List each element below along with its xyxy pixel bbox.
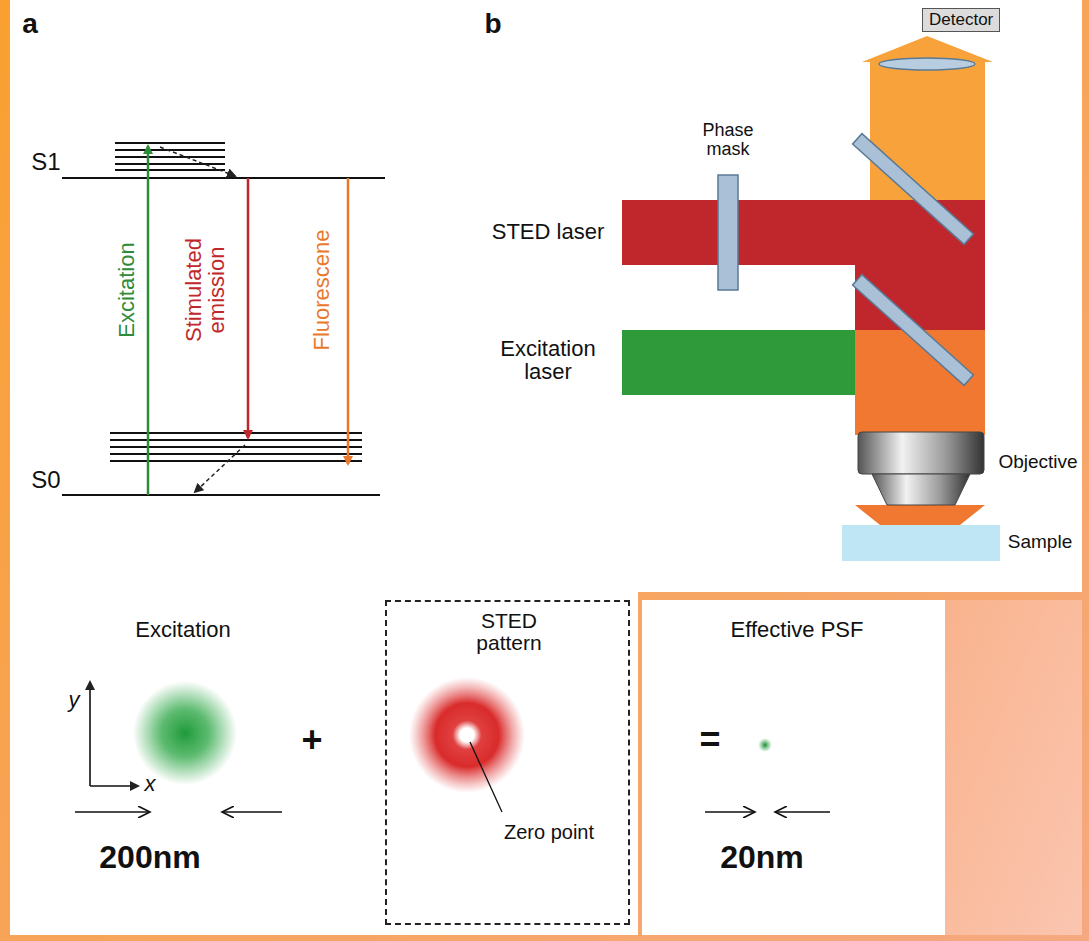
transition-label: Fluorescene xyxy=(310,229,333,350)
detector-box: Detector xyxy=(922,8,1000,32)
excitation-beam xyxy=(622,330,855,395)
dimension-label: 200nm xyxy=(99,841,200,875)
operator-sign: = xyxy=(699,721,720,759)
dimension-label: 20nm xyxy=(720,841,804,875)
leader-line xyxy=(470,742,502,812)
transition-label: Excitation xyxy=(115,242,138,337)
operator-sign: + xyxy=(301,721,322,759)
relaxation-arrow xyxy=(160,147,235,176)
part-label: Excitation laser xyxy=(483,337,613,383)
sample-slide xyxy=(842,525,1000,561)
part-label: STED laser xyxy=(492,220,604,243)
white-panel xyxy=(10,0,1082,592)
objective-tip xyxy=(872,474,970,505)
dashed-group-box: STED patternZero point xyxy=(385,600,630,925)
fluorescence-beam xyxy=(870,62,985,212)
dimension-arrow xyxy=(775,811,830,813)
box-text: Detector xyxy=(929,10,993,30)
objective-body xyxy=(858,432,984,474)
transition-label: Stimulated emission xyxy=(182,230,228,350)
x-axis xyxy=(90,785,138,787)
lens xyxy=(879,58,975,70)
state-label: S1 xyxy=(31,149,60,174)
part-label: Phase mask xyxy=(693,121,763,159)
white-panel xyxy=(642,600,945,935)
fluorescence-arrow xyxy=(347,178,350,464)
panel-letter: b xyxy=(484,9,501,38)
part-label: Objective xyxy=(998,452,1077,472)
sted-beam xyxy=(855,200,985,335)
panel-heading: Effective PSF xyxy=(731,618,864,641)
state-label: S0 xyxy=(31,467,60,492)
axis-label: x xyxy=(145,772,156,795)
panel-letter: a xyxy=(22,9,38,38)
dichroic-mirror xyxy=(853,134,974,245)
energy-levels xyxy=(62,143,385,495)
phase-mask xyxy=(718,175,738,290)
dimension-arrow xyxy=(222,811,282,813)
excitation-arrow xyxy=(147,146,150,495)
dimension-arrow xyxy=(705,811,755,813)
white-panel xyxy=(10,590,638,935)
y-axis xyxy=(89,682,91,786)
effective-psf-spot xyxy=(758,738,772,752)
excitation-spot xyxy=(133,681,237,785)
dimension-arrow xyxy=(75,811,150,813)
box-heading: STED pattern xyxy=(454,610,564,654)
sted-donut xyxy=(409,677,525,793)
focus-cone xyxy=(855,505,985,525)
panel-heading: Excitation xyxy=(135,618,230,641)
axis-label: y xyxy=(69,688,80,711)
relaxation-arrow xyxy=(195,445,245,492)
salmon-panel xyxy=(945,600,1082,935)
callout-label: Zero point xyxy=(504,822,594,843)
stimulated-emission-arrow xyxy=(247,178,250,438)
part-label: Sample xyxy=(1008,532,1072,552)
dichroic-mirror xyxy=(853,275,974,386)
